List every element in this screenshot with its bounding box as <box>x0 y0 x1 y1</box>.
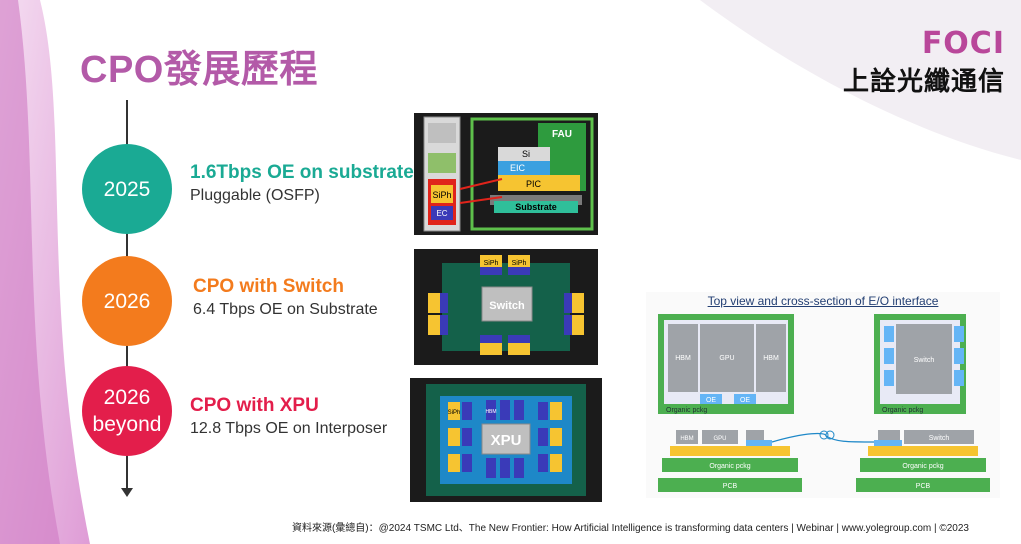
oe-label: OE <box>706 397 716 404</box>
milestone-2026: CPO with Switch 6.4 Tbps OE on Substrate <box>193 276 378 319</box>
year-label: 2026 <box>103 386 151 409</box>
year-label: 2025 <box>103 177 151 201</box>
eic-label: EIC <box>510 163 526 173</box>
switch-label: Switch <box>489 300 525 312</box>
source-footer: 資料來源(彙總自)：@2024 TSMC Ltd、The New Frontie… <box>291 523 969 534</box>
si-label: Si <box>522 149 530 159</box>
milestone-2025: 1.6Tbps OE on substrate Pluggable (OSFP) <box>190 162 414 205</box>
pic-label: PIC <box>526 179 542 189</box>
pluggable-module-diagram: SiPh EC FAU Si EIC PIC Substrate <box>414 113 598 235</box>
siph-label: SiPh <box>448 410 461 416</box>
ec-label: EC <box>436 209 447 218</box>
milestone-heading: CPO with XPU <box>190 395 319 416</box>
xpu-package-diagram: XPU SiPh HBM <box>410 378 602 502</box>
hbm-label: HBM <box>485 409 496 415</box>
milestone-detail: Pluggable (OSFP) <box>190 187 320 204</box>
page-title: CPO發展歷程 <box>80 49 318 91</box>
organic-label: Organic pckg <box>882 407 923 414</box>
xpu-label: XPU <box>491 432 522 449</box>
timeline-arrow-icon <box>121 488 133 497</box>
gpu-label: GPU <box>713 436 726 442</box>
organic-label: Organic pckg <box>666 407 707 414</box>
milestone-2026-beyond: CPO with XPU 12.8 Tbps OE on Interposer <box>190 395 387 438</box>
switch-label: Switch <box>914 357 935 364</box>
siph-label: SiPh <box>432 190 451 200</box>
milestone-heading: CPO with Switch <box>193 276 344 297</box>
siph-label: SiPh <box>484 260 499 267</box>
switch-label: Switch <box>929 435 950 442</box>
siph-label: SiPh <box>512 260 527 267</box>
organic-label: Organic pckg <box>709 463 750 470</box>
year-badge-2026: 2026 <box>82 256 172 346</box>
panel-title: Top view and cross-section of E/O interf… <box>707 294 939 308</box>
logo-subtitle: 上詮光纖通信 <box>842 67 1005 97</box>
milestone-detail: 6.4 Tbps OE on Substrate <box>193 301 378 318</box>
oe-label: OE <box>740 397 750 404</box>
year-label: 2026 <box>103 289 151 313</box>
milestone-detail: 12.8 Tbps OE on Interposer <box>190 420 388 437</box>
milestone-heading: 1.6Tbps OE on substrate <box>190 162 414 183</box>
organic-label: Organic pckg <box>902 463 943 470</box>
hbm-label: HBM <box>675 355 691 362</box>
switch-package-diagram: Switch SiPh SiPh <box>414 249 598 365</box>
pcb-label: PCB <box>916 483 931 490</box>
company-logo: FOCI 上詮光纖通信 <box>843 26 1005 98</box>
year-badge-2026-beyond: 2026 beyond <box>82 366 172 456</box>
year-label-line2: beyond <box>92 413 162 436</box>
logo-name: FOCI <box>921 26 1005 61</box>
eo-interface-panel: Top view and cross-section of E/O interf… <box>646 292 1000 498</box>
hbm-label: HBM <box>763 355 779 362</box>
fau-label: FAU <box>552 129 572 140</box>
substrate-label: Substrate <box>515 202 557 212</box>
hbm-label: HBM <box>680 436 693 442</box>
gpu-label: GPU <box>719 355 734 362</box>
year-badge-2025: 2025 <box>82 144 172 234</box>
pcb-label: PCB <box>723 483 738 490</box>
